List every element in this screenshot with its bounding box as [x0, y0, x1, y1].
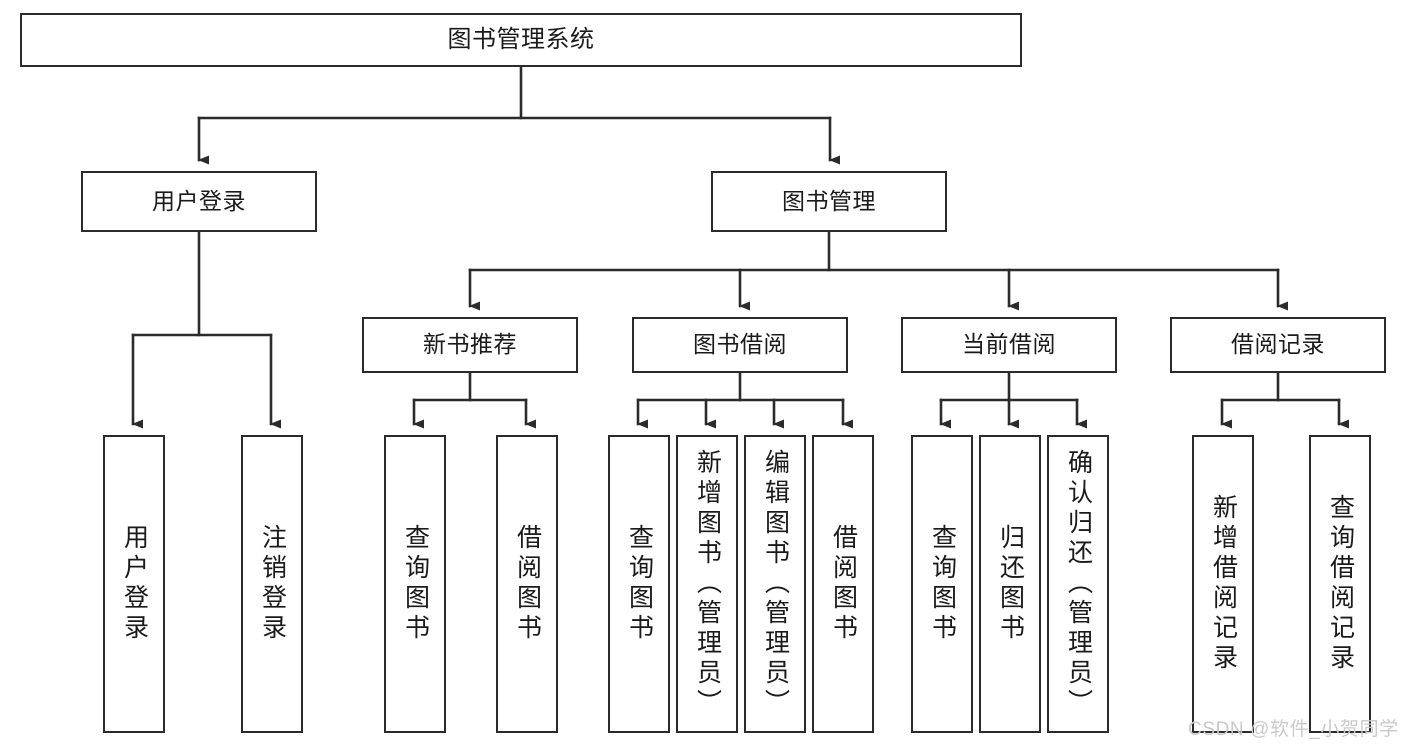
node-leaf-edit-book[interactable]: 编辑图书（管理员） — [744, 435, 806, 733]
node-label: 新增借阅记录 — [1209, 494, 1238, 674]
node-label: 查询借阅记录 — [1326, 494, 1355, 674]
node-new-book-recommend[interactable]: 新书推荐 — [362, 317, 578, 373]
node-borrow-record[interactable]: 借阅记录 — [1170, 317, 1386, 373]
node-label: 编辑图书（管理员） — [761, 449, 790, 719]
node-label: 图书管理系统 — [447, 25, 595, 53]
node-label: 借阅记录 — [1231, 331, 1325, 358]
node-user-login[interactable]: 用户登录 — [81, 171, 317, 232]
node-leaf-query-book-recommend[interactable]: 查询图书 — [384, 435, 446, 733]
node-label: 查询图书 — [625, 524, 654, 644]
node-leaf-logout-login[interactable]: 注销登录 — [241, 435, 303, 733]
node-leaf-user-login[interactable]: 用户登录 — [103, 435, 165, 733]
csdn-watermark: CSDN @软件_小贺同学 — [1188, 719, 1399, 740]
node-root-book-management-system[interactable]: 图书管理系统 — [20, 13, 1022, 67]
node-current-borrow[interactable]: 当前借阅 — [901, 317, 1117, 373]
node-label: 新书推荐 — [423, 331, 517, 358]
node-leaf-query-book-current[interactable]: 查询图书 — [911, 435, 973, 733]
node-leaf-add-book[interactable]: 新增图书（管理员） — [676, 435, 738, 733]
node-leaf-borrow-book[interactable]: 借阅图书 — [812, 435, 874, 733]
node-leaf-add-borrow-record[interactable]: 新增借阅记录 — [1192, 435, 1254, 733]
node-label: 借阅图书 — [829, 524, 858, 644]
node-book-management[interactable]: 图书管理 — [711, 171, 947, 232]
node-book-borrow[interactable]: 图书借阅 — [632, 317, 848, 373]
node-leaf-borrow-book-recommend[interactable]: 借阅图书 — [496, 435, 558, 733]
node-label: 当前借阅 — [962, 331, 1056, 358]
node-label: 查询图书 — [928, 524, 957, 644]
node-leaf-query-borrow-record[interactable]: 查询借阅记录 — [1309, 435, 1371, 733]
node-leaf-query-book-borrow[interactable]: 查询图书 — [608, 435, 670, 733]
node-label: 用户登录 — [152, 187, 246, 214]
node-label: 用户登录 — [120, 524, 149, 644]
node-leaf-confirm-return[interactable]: 确认归还（管理员） — [1047, 435, 1109, 733]
node-label: 新增图书（管理员） — [693, 449, 722, 719]
node-label: 图书借阅 — [693, 331, 787, 358]
node-label: 归还图书 — [996, 524, 1025, 644]
node-label: 确认归还（管理员） — [1064, 449, 1093, 719]
node-leaf-return-book[interactable]: 归还图书 — [979, 435, 1041, 733]
node-label: 图书管理 — [782, 187, 876, 214]
node-label: 注销登录 — [258, 524, 287, 644]
node-label: 查询图书 — [401, 524, 430, 644]
node-label: 借阅图书 — [513, 524, 542, 644]
